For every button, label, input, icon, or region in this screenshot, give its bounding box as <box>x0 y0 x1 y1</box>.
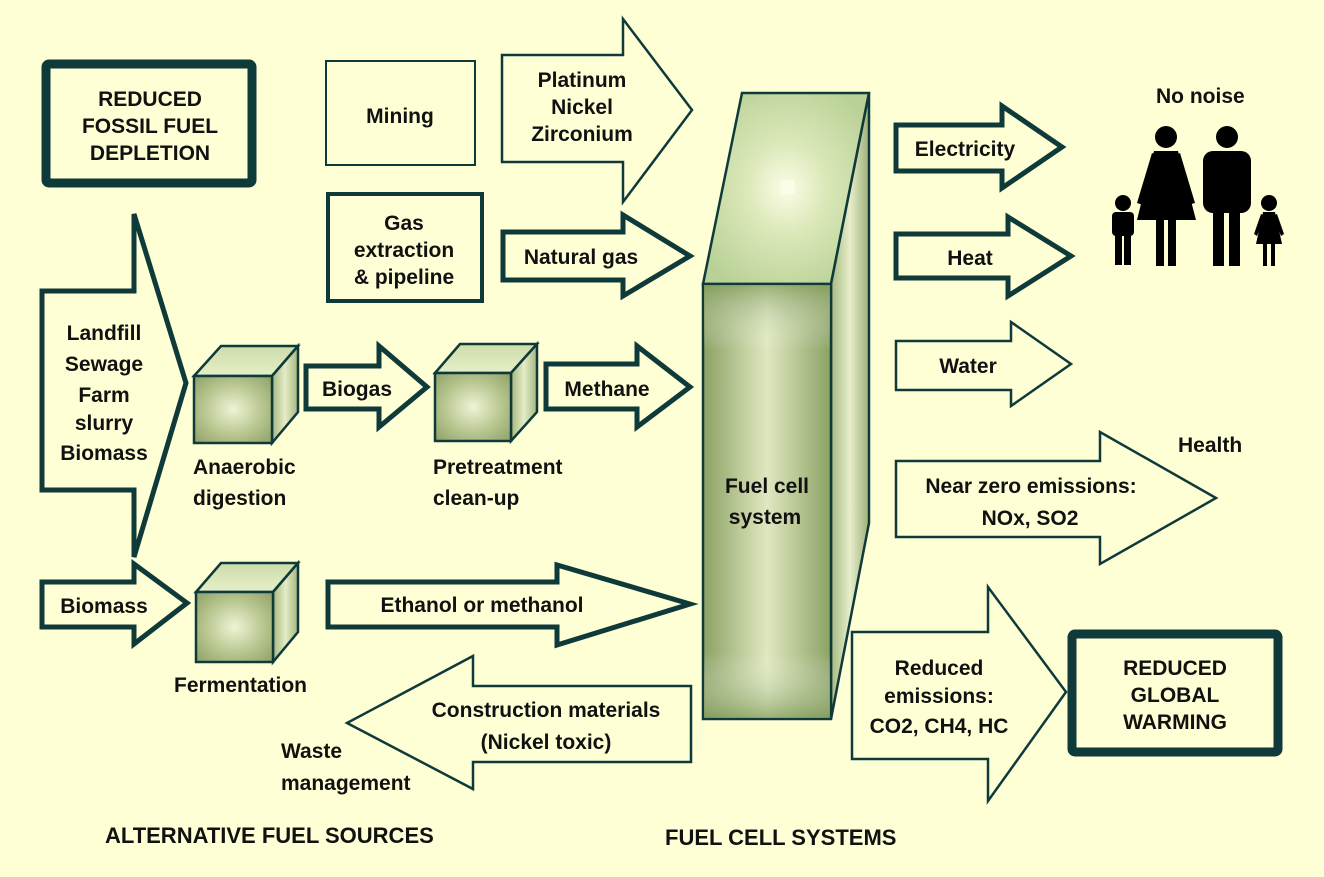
reduced-emissions-line-1: Reduced <box>895 657 984 680</box>
reduced-global-warming-box: REDUCED GLOBAL WARMING <box>1067 629 1283 757</box>
fuel-cell-system-block: Fuel cell system <box>701 91 871 721</box>
anaerobic-line-2: digestion <box>193 487 286 510</box>
ethanol-methanol-arrow: Ethanol or methanol <box>325 561 699 649</box>
reduced-emissions-arrow: Reduced emissions: CO2, CH4, HC <box>850 583 1068 805</box>
heat-label: Heat <box>947 247 993 270</box>
biomass-label: Biomass <box>60 595 148 618</box>
near-zero-line-2: NOx, SO2 <box>982 507 1079 530</box>
metals-arrow: Platinum Nickel Zirconium <box>500 15 694 206</box>
gas-line-3: & pipeline <box>354 266 454 289</box>
heat-arrow: Heat <box>893 212 1076 301</box>
biogas-label: Biogas <box>322 378 392 401</box>
near-zero-line-1: Near zero emissions: <box>925 475 1136 498</box>
fermentation-label: Fermentation <box>174 674 307 697</box>
natural-gas-label: Natural gas <box>524 246 638 269</box>
reduced-emissions-line-2: emissions: <box>884 685 994 708</box>
girl-figure-icon <box>1254 195 1284 266</box>
gas-extraction-box: Gas extraction & pipeline <box>326 192 484 303</box>
construction-line-1: Construction materials <box>432 699 661 722</box>
electricity-label: Electricity <box>915 138 1016 161</box>
fuel-cell-systems-title: FUEL CELL SYSTEMS <box>665 825 896 850</box>
near-zero-emissions-arrow: Near zero emissions: NOx, SO2 <box>894 429 1219 567</box>
fossil-line-3: DEPLETION <box>90 142 210 165</box>
waste-management-line-1: Waste <box>281 740 342 763</box>
fermentation-cube <box>193 559 301 666</box>
warming-line-2: GLOBAL <box>1131 684 1220 707</box>
water-label: Water <box>939 355 997 378</box>
methane-arrow: Methane <box>543 340 695 433</box>
fuel-cell-line-1: Fuel cell <box>725 475 809 498</box>
fossil-line-1: REDUCED <box>98 88 202 111</box>
fuel-cell-highlight <box>781 180 795 194</box>
biomass-arrow: Biomass <box>39 559 192 650</box>
waste-source-landfill: Landfill <box>67 322 142 345</box>
fossil-line-2: FOSSIL FUEL <box>82 115 218 138</box>
woman-figure-icon <box>1137 126 1196 266</box>
methane-label: Methane <box>564 378 649 401</box>
waste-source-sewage: Sewage <box>65 353 143 376</box>
water-arrow: Water <box>894 319 1074 409</box>
electricity-arrow: Electricity <box>893 101 1067 193</box>
family-people-icon <box>1112 126 1284 266</box>
natural-gas-arrow: Natural gas <box>500 210 695 301</box>
boy-figure-icon <box>1112 195 1134 265</box>
waste-source-biomass: Biomass <box>60 442 148 465</box>
gas-line-2: extraction <box>354 239 454 262</box>
mining-box: Mining <box>325 60 476 166</box>
pretreatment-cube <box>432 340 540 445</box>
metals-line-3: Zirconium <box>531 123 633 146</box>
anaerobic-line-1: Anaerobic <box>193 456 296 479</box>
construction-materials-arrow: Construction materials (Nickel toxic) <box>344 653 693 792</box>
warming-line-3: WARMING <box>1123 711 1227 734</box>
metals-line-2: Nickel <box>551 96 613 119</box>
waste-source-slurry: slurry <box>75 412 134 435</box>
gas-line-1: Gas <box>384 212 424 235</box>
ethanol-methanol-label: Ethanol or methanol <box>380 594 583 617</box>
metals-line-1: Platinum <box>538 69 627 92</box>
anaerobic-digestion-cube <box>191 342 301 447</box>
man-figure-icon <box>1203 126 1251 266</box>
warming-line-1: REDUCED <box>1123 657 1227 680</box>
pretreatment-line-1: Pretreatment <box>433 456 563 479</box>
waste-sources-arrow: Landfill Sewage Farm slurry Biomass <box>39 213 189 558</box>
biogas-arrow: Biogas <box>303 340 431 433</box>
alternative-fuel-sources-title: ALTERNATIVE FUEL SOURCES <box>105 823 434 848</box>
pretreatment-line-2: clean-up <box>433 487 519 510</box>
fuel-cell-line-2: system <box>729 506 801 529</box>
health-label: Health <box>1178 434 1242 457</box>
no-noise-label: No noise <box>1156 85 1245 108</box>
reduced-emissions-line-3: CO2, CH4, HC <box>870 715 1009 738</box>
reduced-fossil-fuel-depletion-box: REDUCED FOSSIL FUEL DEPLETION <box>41 59 257 188</box>
mining-label: Mining <box>366 105 434 128</box>
waste-management-line-2: management <box>281 772 411 795</box>
waste-source-farm: Farm <box>78 384 129 407</box>
construction-line-2: (Nickel toxic) <box>481 731 612 754</box>
